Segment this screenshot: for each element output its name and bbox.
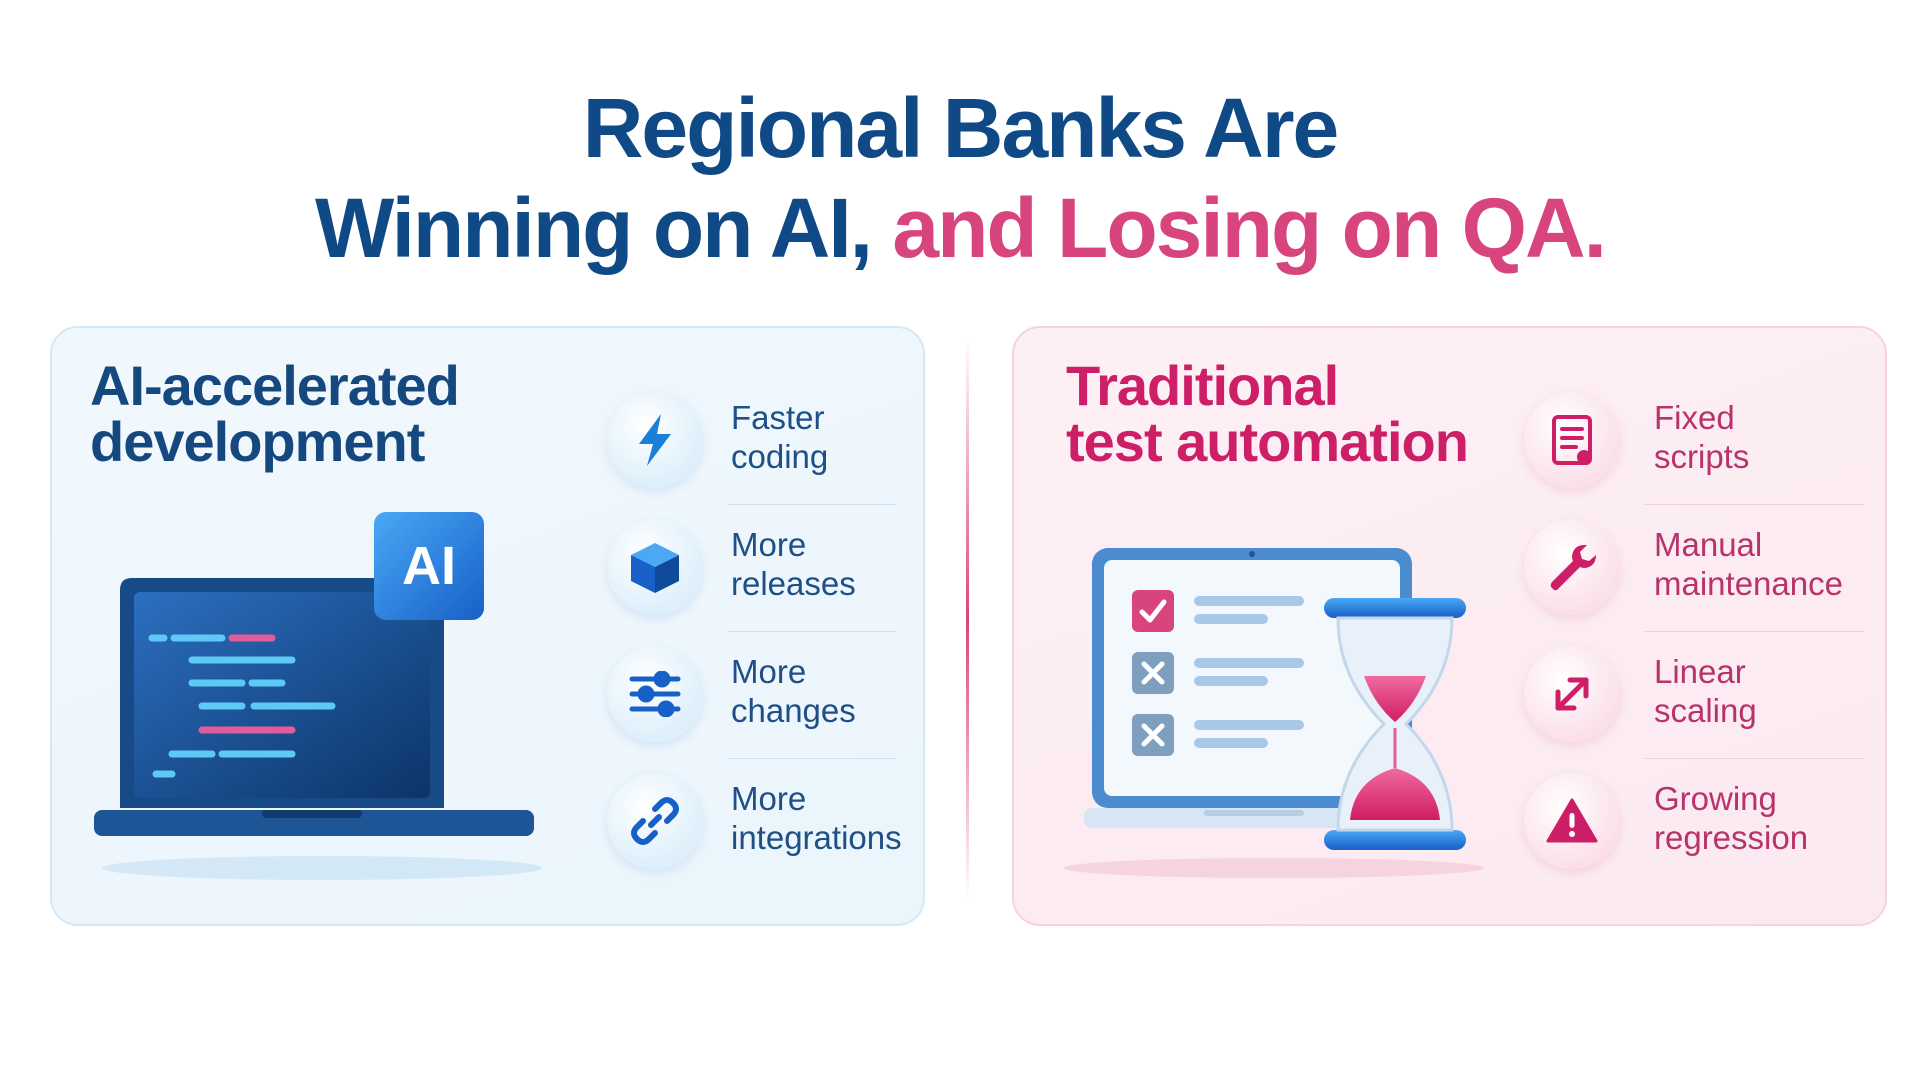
hourglass	[1324, 598, 1466, 850]
feature-label: Faster	[731, 399, 825, 436]
feature-manual-maintenance: Manual maintenance	[1524, 505, 1864, 632]
feature-text: Faster coding	[731, 398, 828, 476]
feature-label: Growing	[1654, 780, 1777, 817]
headline-line-1: Regional Banks Are	[582, 81, 1339, 175]
headline-line-2: Winning on AI, and Losing on QA.	[0, 178, 1920, 278]
feature-more-changes: More changes	[607, 632, 897, 759]
checklist-hourglass-illustration	[1064, 548, 1484, 878]
feature-label: releases	[731, 565, 856, 602]
ai-panel-title: AI-accelerated development	[90, 354, 460, 473]
ai-panel-title-line-1: AI-accelerated	[90, 354, 460, 417]
warning-icon	[1524, 773, 1620, 869]
document-icon	[1524, 392, 1620, 488]
cube-icon	[607, 519, 703, 615]
feature-more-releases: More releases	[607, 505, 897, 632]
link-icon	[607, 773, 703, 869]
feature-label: Manual	[1654, 526, 1763, 563]
traditional-feature-list: Fixed scripts Manual maintenance	[1524, 378, 1864, 886]
feature-text: More integrations	[731, 779, 902, 857]
feature-fixed-scripts: Fixed scripts	[1524, 378, 1864, 505]
feature-text: Fixed scripts	[1654, 398, 1749, 476]
feature-label: integrations	[731, 819, 902, 856]
feature-text: Growing regression	[1654, 779, 1808, 857]
lightning-icon	[607, 392, 703, 488]
feature-text: More releases	[731, 525, 856, 603]
wrench-icon	[1524, 519, 1620, 615]
traditional-panel-title: Traditional test automation	[1066, 354, 1469, 473]
feature-label: scripts	[1654, 438, 1750, 475]
panel-divider	[966, 340, 969, 900]
feature-label: scaling	[1654, 692, 1757, 729]
feature-label: changes	[731, 692, 856, 729]
feature-label: Linear	[1654, 653, 1746, 690]
feature-more-integrations: More integrations	[607, 759, 902, 886]
feature-growing-regression: Growing regression	[1524, 759, 1864, 886]
laptop-code-illustration: AI	[94, 512, 592, 880]
feature-text: Linear scaling	[1654, 652, 1757, 730]
feature-label: More	[731, 653, 807, 690]
feature-label: Fixed	[1654, 399, 1735, 436]
feature-label: More	[731, 780, 807, 817]
feature-label: maintenance	[1654, 565, 1843, 602]
traditional-panel-title-line-2: test automation	[1066, 410, 1469, 473]
ai-badge: AI	[402, 536, 456, 596]
sliders-icon	[607, 646, 703, 742]
feature-text: More changes	[731, 652, 856, 730]
feature-label: coding	[731, 438, 829, 475]
ai-panel-title-line-2: development	[90, 410, 425, 473]
speed-trails	[426, 622, 592, 734]
ai-development-panel: AI-accelerated development	[50, 326, 925, 926]
feature-faster-coding: Faster coding	[607, 378, 897, 505]
traditional-panel-title-line-1: Traditional	[1066, 354, 1339, 417]
feature-linear-scaling: Linear scaling	[1524, 632, 1864, 759]
feature-label: regression	[1654, 819, 1809, 856]
code-lines	[148, 634, 336, 778]
diagonal-arrows-icon	[1524, 646, 1620, 742]
ai-feature-list: Faster coding More releases	[607, 378, 902, 886]
headline-part-ai: Winning on AI,	[315, 181, 873, 275]
feature-label: More	[731, 526, 807, 563]
traditional-automation-panel: Traditional test automation	[1012, 326, 1887, 926]
checklist-items	[1132, 590, 1304, 756]
headline: Regional Banks Are Winning on AI, and Lo…	[0, 78, 1920, 278]
headline-part-qa: and Losing on QA.	[892, 181, 1607, 275]
feature-text: Manual maintenance	[1654, 525, 1843, 603]
